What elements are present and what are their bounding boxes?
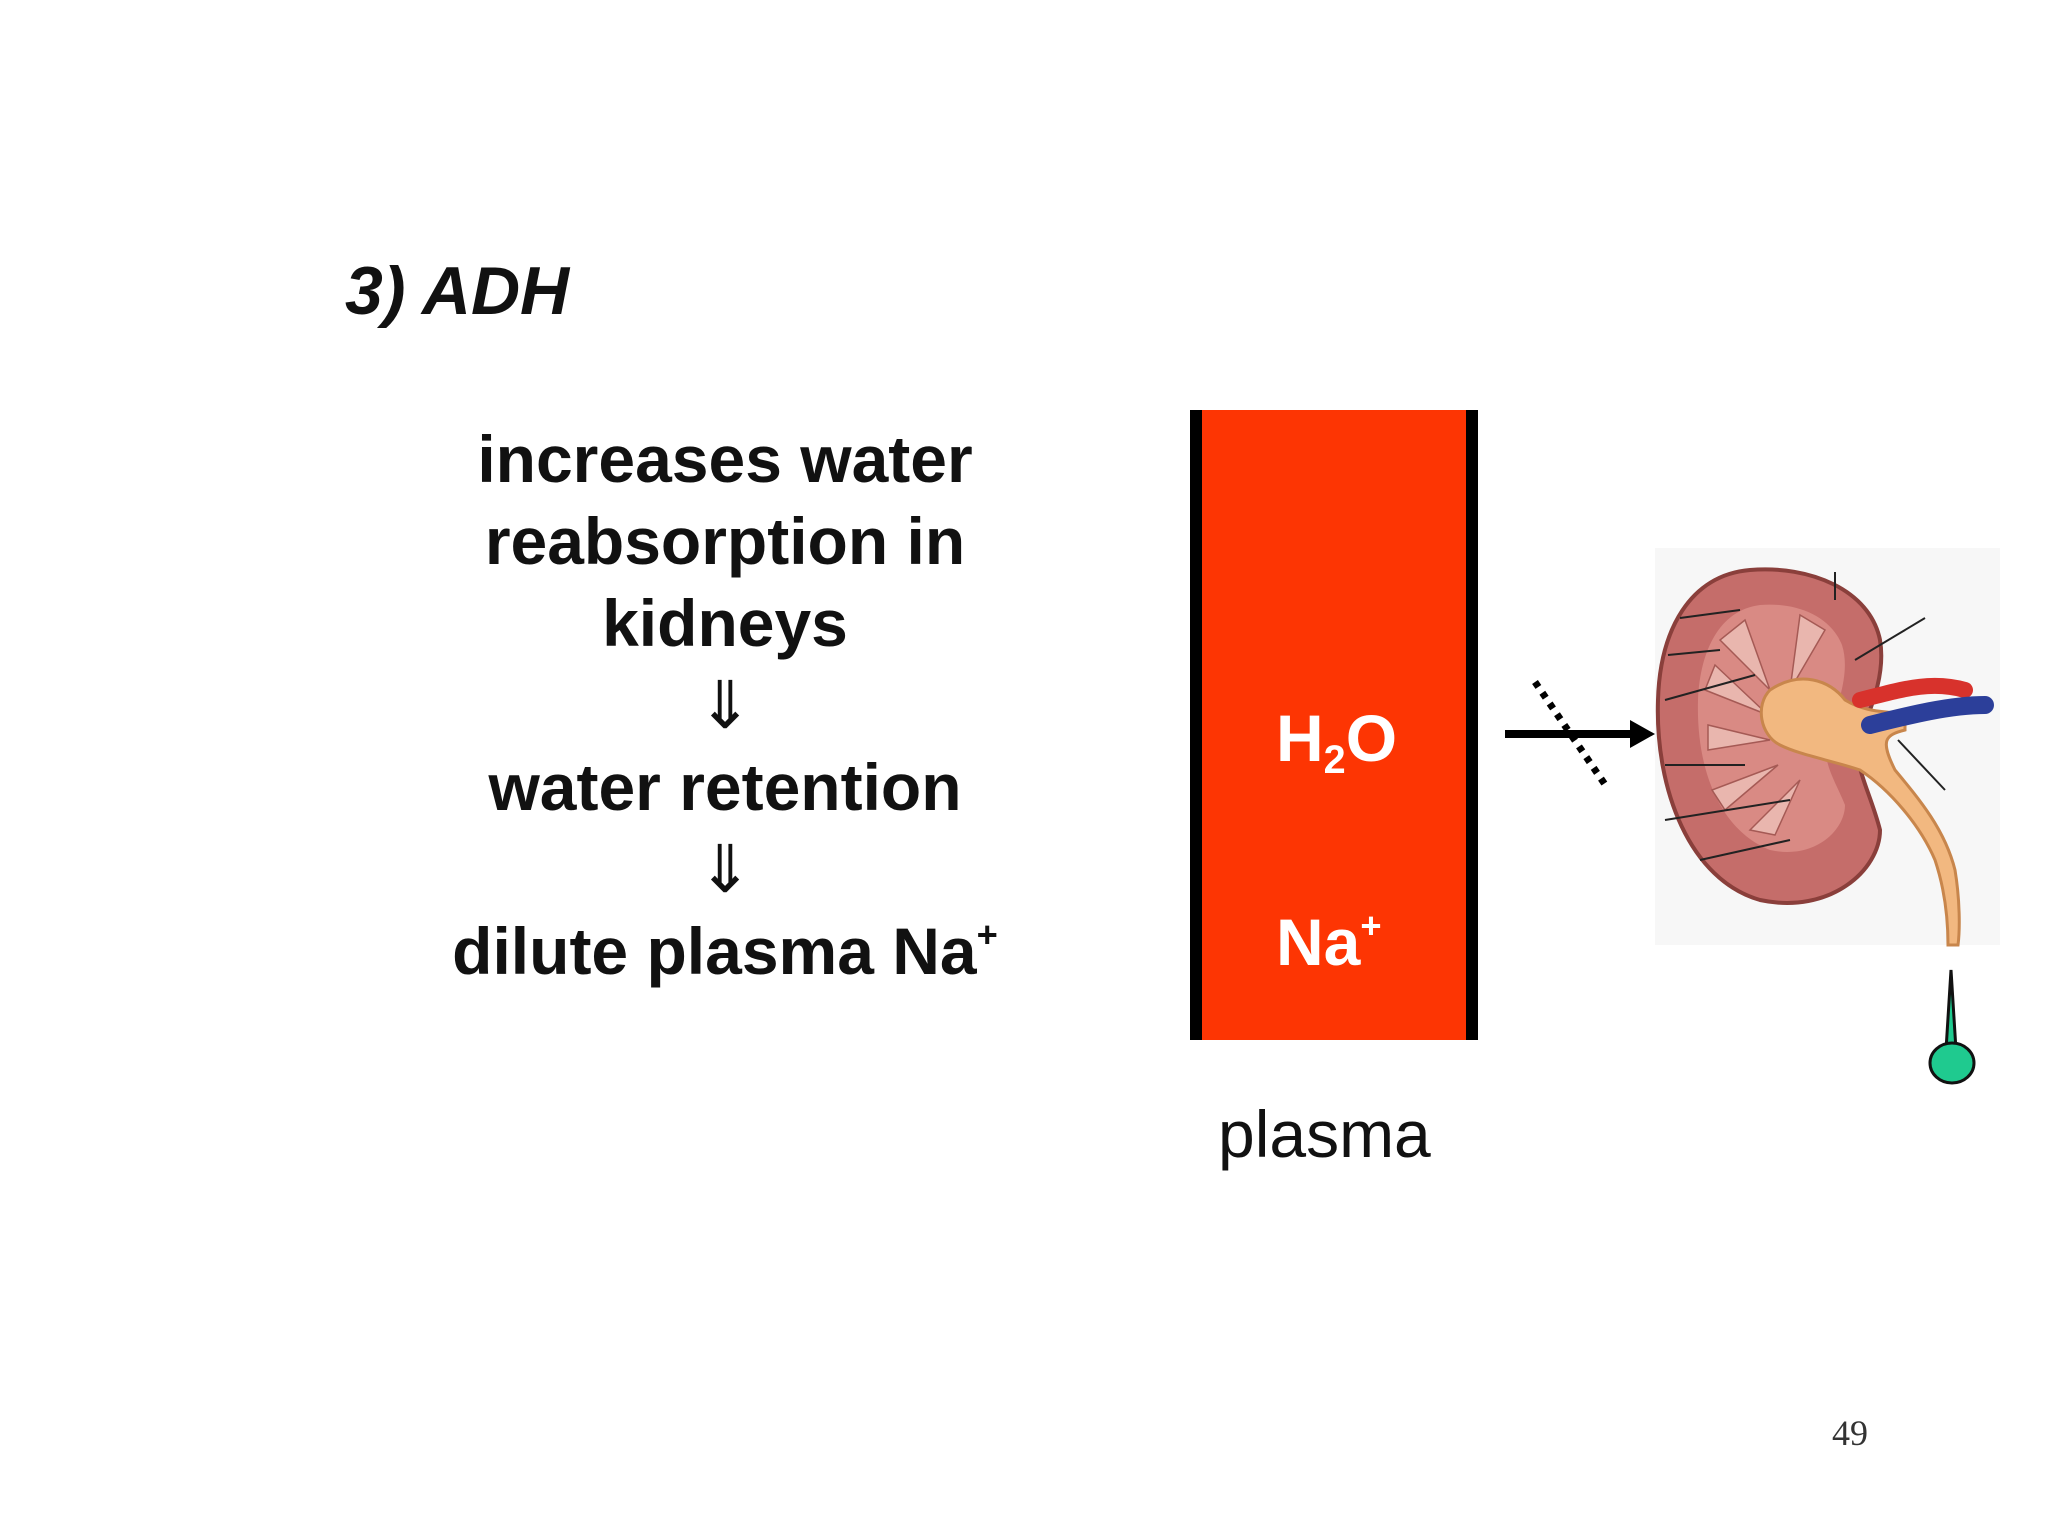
na-label: Na+: [1276, 904, 1382, 979]
urine-drop-icon: [1928, 969, 1976, 1085]
slide-heading: 3) ADH: [345, 253, 570, 329]
effect-line-4: water retention: [488, 750, 962, 824]
effect-line-5: dilute plasma Na+: [400, 910, 1050, 992]
h2o-subscript: 2: [1323, 737, 1346, 782]
down-arrow-icon: ⇓: [697, 668, 753, 742]
plasma-column: H2O Na+: [1190, 410, 1478, 1040]
dotted-block-line: [1532, 680, 1609, 788]
dilute-text: dilute plasma Na: [452, 914, 977, 988]
down-arrow-icon: ⇓: [697, 832, 753, 906]
effect-line-1: increases water: [477, 422, 973, 496]
effect-line-2: reabsorption in: [484, 504, 966, 578]
charge-superscript: +: [976, 913, 998, 955]
h2o-label: H2O: [1276, 701, 1398, 782]
adh-effect-text: increases water reabsorption in kidneys …: [400, 418, 1050, 992]
kidney-illustration: [1655, 567, 1994, 947]
na-superscript: +: [1360, 904, 1382, 946]
right-arrow-icon: [1505, 720, 1655, 748]
page-number: 49: [1832, 1413, 1868, 1453]
effect-line-3: kidneys: [602, 586, 848, 660]
plasma-caption: plasma: [1218, 1097, 1431, 1171]
